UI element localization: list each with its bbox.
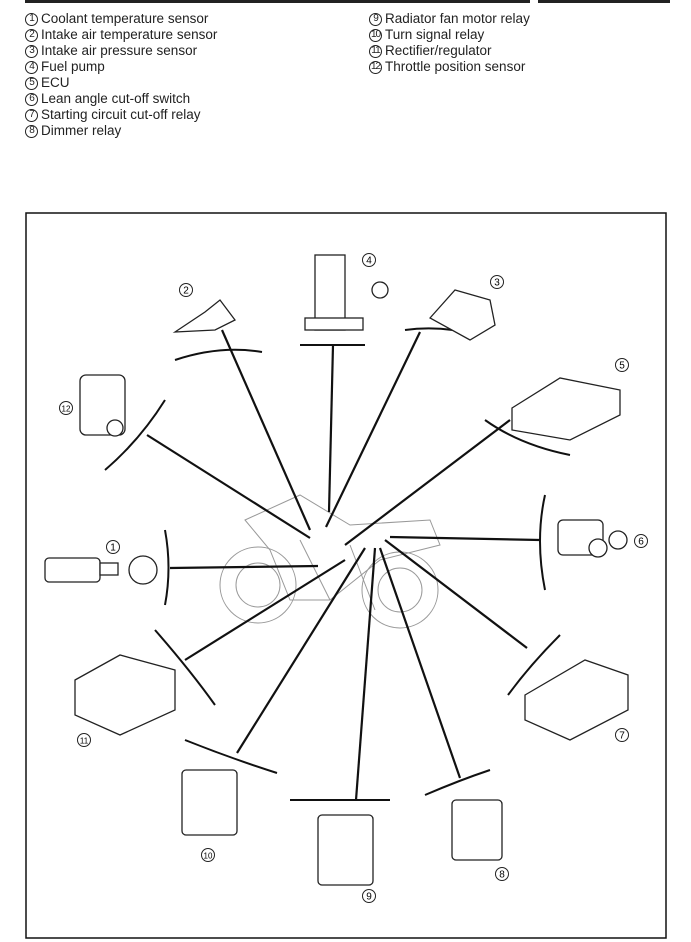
rectifier-regulator: [74, 654, 176, 736]
leader-line-5: [344, 419, 511, 546]
callout-9: 9: [362, 889, 376, 903]
radiator-fan-relay: [317, 814, 374, 886]
legend-label: Lean angle cut-off switch: [41, 91, 191, 106]
legend-number: 8: [25, 124, 38, 138]
legend-label: Intake air pressure sensor: [41, 43, 198, 58]
leader-lines: [146, 329, 541, 801]
intake-air-pressure-sensor: [428, 289, 496, 341]
callout-12: 12: [59, 401, 73, 415]
intake-air-temperature-sensor: [172, 299, 236, 333]
throttle-position-sensor: [79, 374, 126, 437]
callout-11: 11: [77, 733, 91, 747]
components: [44, 254, 629, 886]
legend-label: Intake air temperature sensor: [41, 27, 218, 42]
legend-number: 12: [369, 60, 382, 74]
svg-text:7: 7: [619, 731, 625, 742]
svg-text:2: 2: [183, 286, 189, 297]
legend-number: 10: [369, 28, 382, 42]
svg-text:1: 1: [110, 543, 116, 554]
legend-label: Dimmer relay: [41, 123, 122, 138]
legend-number: 11: [369, 44, 382, 58]
callouts: 1 2 3 4 5 6 7 8 9 10 11 12: [59, 253, 648, 903]
svg-text:8: 8: [499, 870, 505, 881]
callout-7: 7: [615, 728, 629, 742]
callout-1: 1: [106, 540, 120, 554]
motorcycle-illustration: [219, 494, 441, 629]
callout-2: 2: [179, 283, 193, 297]
legend-label: Starting circuit cut-off relay: [41, 107, 201, 122]
leader-line-2: [220, 329, 312, 531]
leader-line-8: [378, 547, 462, 779]
legend-number: 3: [25, 44, 38, 58]
leader-line-3: [325, 331, 421, 528]
svg-text:9: 9: [366, 892, 372, 903]
svg-text:10: 10: [204, 852, 213, 861]
leader-line-12: [146, 434, 311, 539]
callout-4: 4: [362, 253, 376, 267]
callout-8: 8: [495, 867, 509, 881]
legend-number: 7: [25, 108, 38, 122]
svg-text:12: 12: [62, 405, 71, 414]
lean-angle-switch: [557, 519, 628, 558]
svg-text:11: 11: [80, 737, 89, 746]
leader-line-1: [169, 564, 319, 570]
leader-line-9: [354, 547, 377, 801]
svg-text:4: 4: [366, 256, 372, 267]
callout-5: 5: [615, 358, 629, 372]
diagram-frame: [25, 212, 667, 939]
dimmer-relay: [451, 799, 503, 861]
leader-line-4: [327, 344, 335, 513]
header-rule-right: [538, 0, 670, 3]
leader-line-7: [384, 539, 528, 649]
svg-text:5: 5: [619, 361, 625, 372]
fuel-pump: [304, 254, 389, 331]
starting-circuit-relay: [524, 659, 629, 741]
header-rule: [25, 0, 530, 3]
leader-line-6: [389, 535, 541, 542]
legend-label: Coolant temperature sensor: [41, 11, 209, 26]
legend-label: Rectifier/regulator: [385, 43, 492, 58]
coolant-temperature-sensor: [44, 555, 158, 585]
legend-number: 5: [25, 76, 38, 90]
legend-number: 6: [25, 92, 38, 106]
legend-label: ECU: [41, 75, 70, 90]
callout-10: 10: [201, 848, 215, 862]
legend-number: 4: [25, 60, 38, 74]
ecu: [511, 377, 621, 441]
legend-number: 2: [25, 28, 38, 42]
turn-signal-relay: [181, 769, 238, 836]
legend-label: Radiator fan motor relay: [385, 11, 530, 26]
legend-number: 1: [25, 12, 38, 26]
legend-number: 9: [369, 12, 382, 26]
svg-text:3: 3: [494, 278, 500, 289]
legend-label: Turn signal relay: [385, 27, 485, 42]
leader-line-11: [184, 559, 346, 661]
callout-3: 3: [490, 275, 504, 289]
leader-line-10: [236, 547, 366, 754]
legend-label: Throttle position sensor: [385, 59, 526, 74]
svg-text:6: 6: [638, 537, 644, 548]
legend-label: Fuel pump: [41, 59, 105, 74]
callout-6: 6: [634, 534, 648, 548]
